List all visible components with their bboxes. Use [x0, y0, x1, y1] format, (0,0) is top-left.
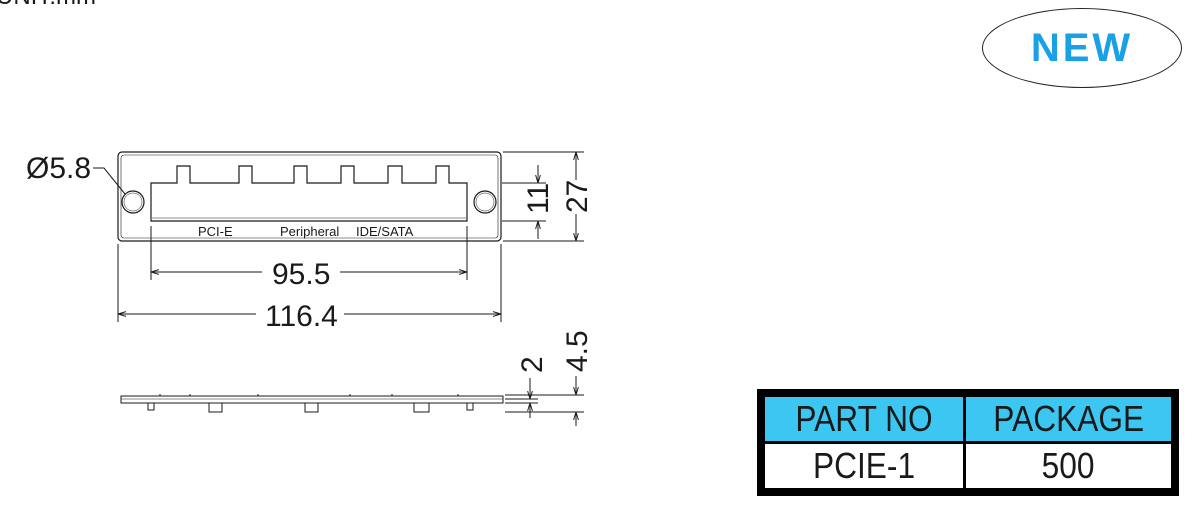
mounting-hole-left-inner	[123, 192, 143, 212]
label-peripheral: Peripheral	[280, 224, 339, 239]
cell-package: 500	[1042, 445, 1095, 486]
dim-line-overall-height	[503, 151, 584, 242]
new-badge-text: NEW	[1030, 25, 1134, 70]
plate-outline-inner	[120, 154, 499, 239]
table-header-cell: PACKAGE	[966, 397, 1171, 441]
part-table: PART NO PACKAGE PCIE-1 500	[757, 389, 1179, 496]
side-view	[120, 394, 504, 413]
dim-thickness: 2	[516, 356, 549, 373]
table-cell: 500	[966, 444, 1171, 488]
label-pcie: PCI-E	[198, 224, 233, 239]
header-package: PACKAGE	[993, 398, 1144, 439]
dim-hole-diameter: Ø5.8	[26, 152, 91, 185]
top-view	[117, 151, 502, 242]
cell-part-no: PCIE-1	[812, 445, 916, 486]
dim-line-inner-width	[150, 226, 468, 280]
new-badge-outline	[982, 8, 1182, 88]
mounting-hole-right-inner	[475, 192, 495, 212]
new-badge: NEW	[982, 8, 1182, 88]
plate-outline	[117, 151, 502, 242]
dim-line-slot-height	[502, 165, 546, 239]
dim-inner-width: 95.5	[272, 258, 330, 291]
mounting-hole-right	[473, 190, 497, 214]
dim-overall-thickness: 4.5	[561, 330, 594, 372]
label-ide-sata: IDE/SATA	[356, 224, 414, 239]
dim-line-overall-thickness	[505, 376, 584, 426]
dim-slot-height: 11	[522, 183, 555, 214]
dim-overall-width: 116.4	[265, 300, 338, 333]
header-part-no: PART NO	[795, 398, 933, 439]
leader-hole-diameter	[93, 167, 126, 195]
table-cell: PCIE-1	[765, 444, 963, 488]
table-header-cell: PART NO	[765, 397, 963, 441]
dim-line-overall-width	[117, 244, 502, 322]
unit-label: UNIT:mm	[0, 0, 96, 10]
dim-overall-height: 27	[561, 180, 594, 213]
slot-opening	[150, 165, 468, 222]
mounting-hole-left	[121, 190, 145, 214]
